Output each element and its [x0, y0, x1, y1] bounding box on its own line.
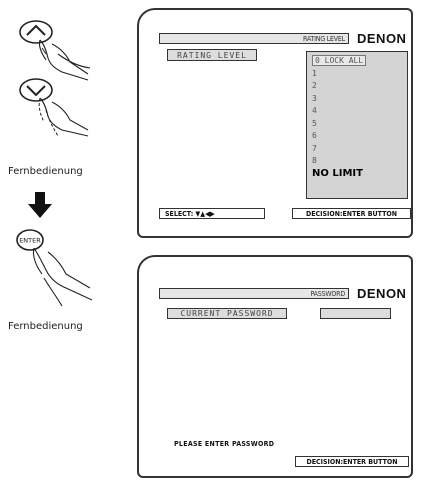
- rating-level-screen: RATING LEVEL DENON RATING LEVEL 0 LOCK A…: [137, 8, 413, 238]
- rating-option-6[interactable]: 6: [312, 131, 317, 140]
- denon-logo: DENON: [357, 286, 407, 301]
- password-screen: PASSWORD DENON CURRENT PASSWORD PLEASE E…: [137, 255, 413, 478]
- rating-title-bar: RATING LEVEL: [159, 33, 349, 44]
- rating-option-8[interactable]: 8: [312, 156, 317, 165]
- rating-option-3[interactable]: 3: [312, 94, 317, 103]
- rating-option-7[interactable]: 7: [312, 144, 317, 153]
- decision-hint: DECISION:ENTER BUTTON: [292, 208, 411, 219]
- rating-title: RATING LEVEL: [302, 35, 345, 43]
- remote-enter-button-hand-illustration: ENTER: [16, 229, 93, 307]
- enter-label: ENTER: [19, 237, 41, 245]
- rating-level-label: RATING LEVEL: [167, 49, 257, 61]
- rating-option-5[interactable]: 5: [312, 119, 317, 128]
- decision-hint: DECISION:ENTER BUTTON: [295, 456, 409, 467]
- remote-up-button-hand-illustration: [19, 20, 91, 81]
- denon-logo: DENON: [357, 31, 407, 46]
- password-prompt: PLEASE ENTER PASSWORD: [174, 440, 275, 448]
- rating-option-0[interactable]: 0 LOCK ALL: [312, 55, 367, 66]
- select-hint: SELECT: ▼▲◀▶: [159, 208, 265, 219]
- rating-option-4[interactable]: 4: [312, 106, 317, 115]
- current-password-label: CURRENT PASSWORD: [167, 308, 287, 319]
- arrow-down-icon: [28, 192, 52, 218]
- rating-level-list[interactable]: 0 LOCK ALL 1 2 3 4 5 6 7 8 NO LIMIT: [306, 51, 408, 199]
- remote-caption-1: Fernbedienung: [8, 166, 83, 177]
- remote-down-button-hand-illustration: [19, 78, 89, 137]
- rating-option-1[interactable]: 1: [312, 69, 317, 78]
- password-title: PASSWORD: [310, 290, 346, 298]
- password-title-bar: PASSWORD: [159, 288, 349, 299]
- password-input[interactable]: [320, 308, 391, 319]
- rating-option-2[interactable]: 2: [312, 81, 317, 90]
- rating-option-no-limit[interactable]: NO LIMIT: [312, 168, 363, 179]
- remote-caption-2: Fernbedienung: [8, 321, 83, 332]
